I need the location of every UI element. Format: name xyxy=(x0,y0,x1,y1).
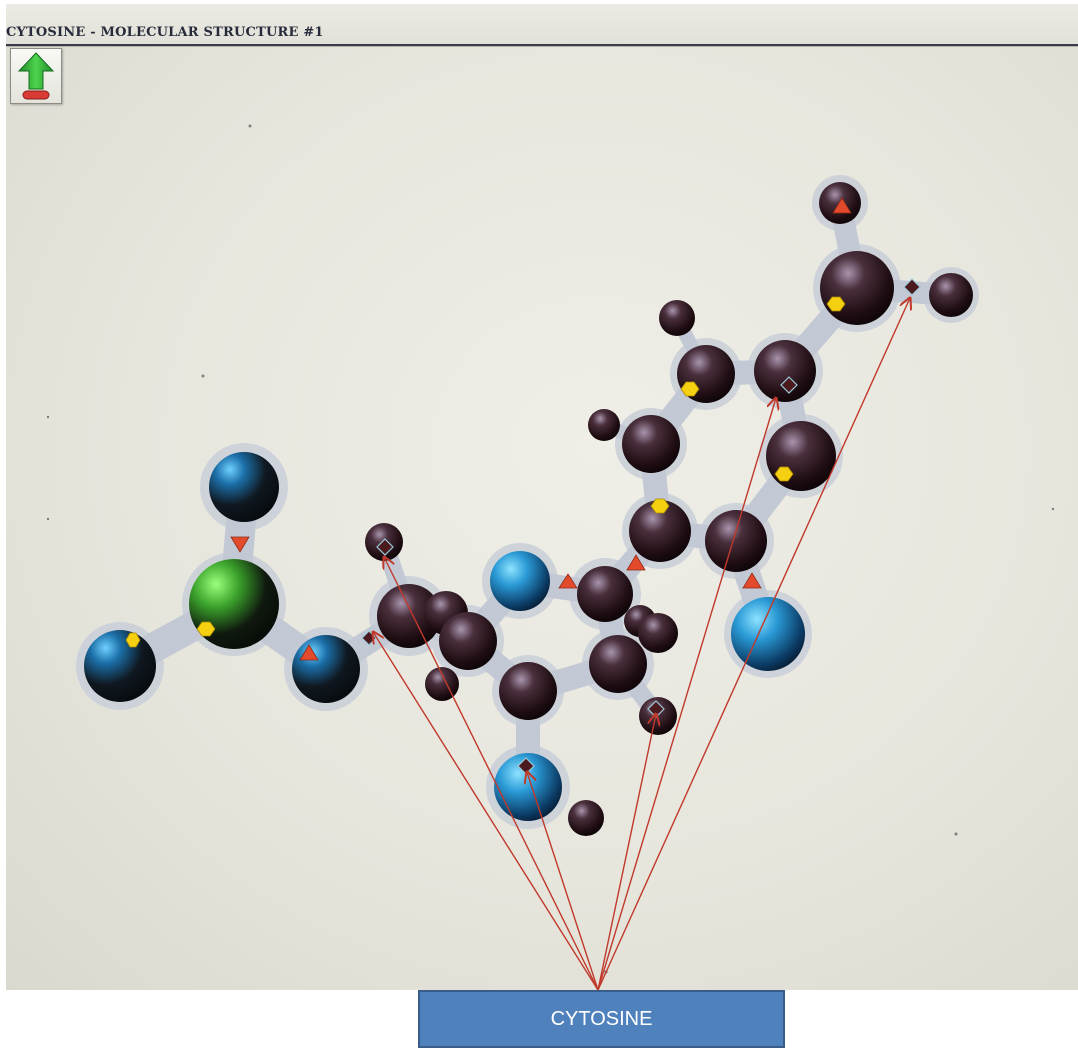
hexagon-marker xyxy=(196,621,216,637)
triangle-marker xyxy=(299,644,319,661)
callout-box: CYTOSINE xyxy=(418,990,785,1048)
triangle-marker xyxy=(832,197,852,214)
hexagon-marker xyxy=(125,632,141,648)
blue-atom xyxy=(209,452,279,522)
dark-atom xyxy=(754,340,816,402)
dark-atom xyxy=(499,662,557,720)
molecule-diagram xyxy=(46,124,1055,974)
hydrogen-atom xyxy=(588,409,620,441)
blue-atom xyxy=(292,635,360,703)
dark-atom xyxy=(589,635,647,693)
triangle-marker xyxy=(230,536,250,553)
hydrogen-atom xyxy=(425,667,459,701)
dark-atom xyxy=(439,612,497,670)
hydrogen-atom xyxy=(568,800,604,836)
blue-atom xyxy=(84,630,156,702)
title-bar: CYTOSINE - MOLECULAR STRUCTURE #1 xyxy=(6,4,1078,46)
blue-atom xyxy=(490,551,550,611)
screen-specks xyxy=(46,124,1055,974)
hydrogen-atom xyxy=(659,300,695,336)
dark-atom xyxy=(766,421,836,491)
dark-atom xyxy=(577,566,633,622)
dark-atom xyxy=(929,273,973,317)
dark-atom xyxy=(705,510,767,572)
window-title: CYTOSINE - MOLECULAR STRUCTURE #1 xyxy=(6,25,324,40)
dark-atom xyxy=(622,415,680,473)
back-button[interactable] xyxy=(10,48,62,104)
dark-atom xyxy=(638,613,678,653)
callout-label: CYTOSINE xyxy=(550,1007,653,1030)
blue-atom xyxy=(731,597,805,671)
green-up-arrow-icon xyxy=(17,52,55,100)
dark-atom xyxy=(820,251,894,325)
